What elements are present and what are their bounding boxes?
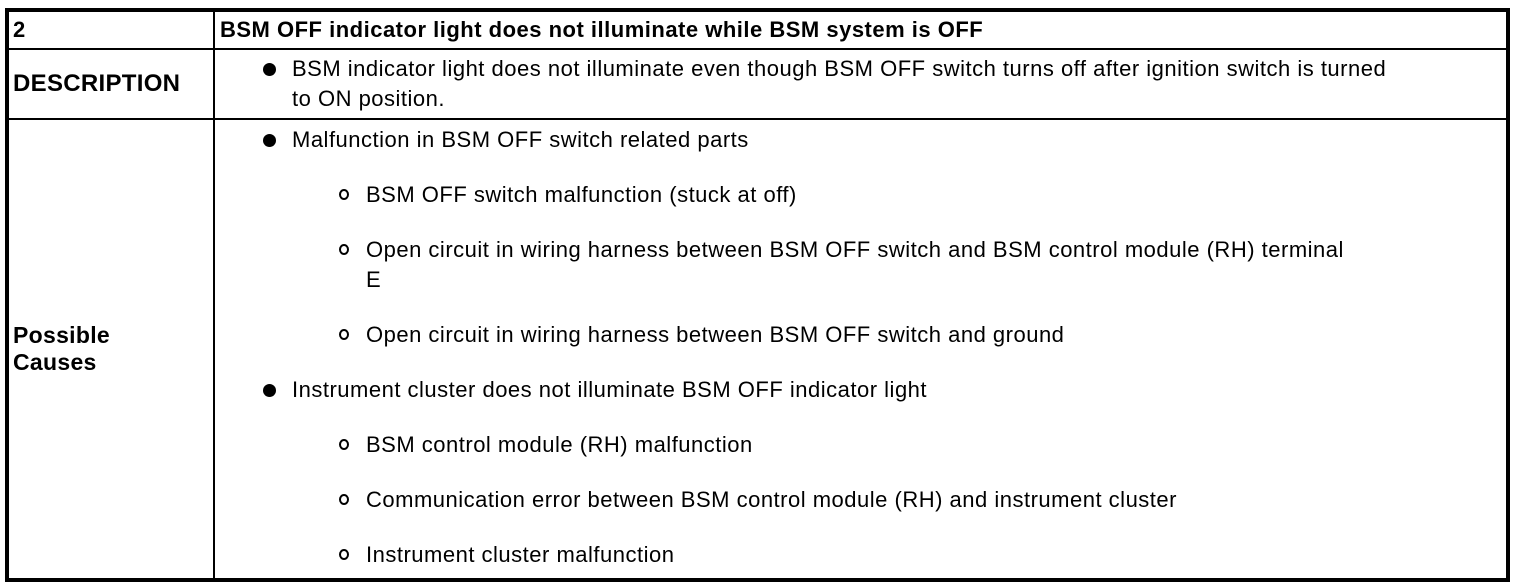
bullet-icon: [263, 63, 276, 76]
case-number: 2: [13, 17, 26, 42]
description-label-cell: DESCRIPTION: [9, 50, 215, 120]
cause-subitem: BSM OFF switch malfunction (stuck at off…: [339, 180, 1506, 210]
cause-group-item: Instrument cluster does not illuminate B…: [263, 375, 1506, 405]
case-number-cell: 2: [9, 12, 215, 50]
circle-bullet-icon: [339, 439, 349, 450]
cause-subitem: Open circuit in wiring harness between B…: [339, 235, 1506, 295]
case-title: BSM OFF indicator light does not illumin…: [220, 17, 984, 42]
description-label: DESCRIPTION: [13, 70, 181, 97]
cause-subitem: Communication error between BSM control …: [339, 485, 1506, 515]
cause-subitem-text: BSM control module (RH) malfunction: [366, 432, 753, 457]
bullet-icon: [263, 384, 276, 397]
possible-causes-label-cell: Possible Causes: [9, 120, 215, 578]
circle-bullet-icon: [339, 494, 349, 505]
description-content-cell: BSM indicator light does not illuminate …: [215, 50, 1506, 120]
cause-subitem-text: Instrument cluster malfunction: [366, 542, 675, 567]
cause-group-text: Instrument cluster does not illuminate B…: [292, 377, 928, 402]
cause-subitem: BSM control module (RH) malfunction: [339, 430, 1506, 460]
cause-subitem-text: BSM OFF switch malfunction (stuck at off…: [366, 182, 797, 207]
cause-subitem-text: Open circuit in wiring harness between B…: [366, 322, 1065, 347]
cause-subitem-text: Communication error between BSM control …: [366, 487, 1177, 512]
circle-bullet-icon: [339, 189, 349, 200]
cause-group-text: Malfunction in BSM OFF switch related pa…: [292, 127, 749, 152]
possible-causes-content-cell: Malfunction in BSM OFF switch related pa…: [215, 120, 1506, 578]
cause-group-item: Malfunction in BSM OFF switch related pa…: [263, 125, 1506, 155]
case-title-cell: BSM OFF indicator light does not illumin…: [215, 12, 1506, 50]
circle-bullet-icon: [339, 244, 349, 255]
description-text: BSM indicator light does not illuminate …: [292, 56, 1387, 111]
description-item: BSM indicator light does not illuminate …: [263, 54, 1402, 114]
cause-subitem: Open circuit in wiring harness between B…: [339, 320, 1506, 350]
cause-subitem-text: Open circuit in wiring harness between B…: [366, 237, 1344, 292]
possible-causes-label: Possible Causes: [13, 322, 110, 375]
circle-bullet-icon: [339, 329, 349, 340]
circle-bullet-icon: [339, 549, 349, 560]
bullet-icon: [263, 134, 276, 147]
cause-subitem: Instrument cluster malfunction: [339, 540, 1506, 570]
diagnostic-table: 2 BSM OFF indicator light does not illum…: [5, 8, 1510, 582]
